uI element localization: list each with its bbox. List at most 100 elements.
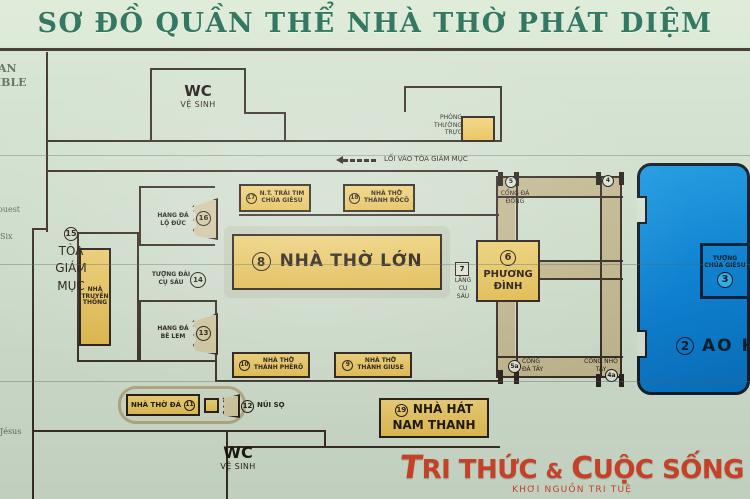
hdbl-line-1: HANG ĐÁ (157, 325, 189, 332)
hdld-line-2: LỘ ĐỨC (160, 219, 186, 227)
gate-post-4-left (596, 172, 601, 185)
thanh-phero-number: 10 (238, 359, 250, 371)
wc-bottom: WC VỆ SINH (206, 443, 270, 471)
cdt-line-1: CỔNG (522, 358, 541, 365)
thanh-phero-building[interactable]: 10 NHÀ THỜ THÁNH PHÊRÔ (232, 352, 310, 378)
bottom-wall-wc-right (324, 430, 326, 448)
bottom-wall-right (324, 446, 500, 448)
tcg-line-1: TƯỢNG (712, 254, 738, 262)
bottom-wall-wc-top (226, 446, 326, 448)
nh-line-2: NAM THANH (392, 418, 476, 432)
cdd-line-2: ĐÔNG (505, 197, 525, 205)
gate-post-4-right (619, 172, 624, 185)
edge-text-line-5: Jésus (0, 427, 22, 436)
main-church-building[interactable]: 8 NHÀ THỜ LỚN (232, 234, 442, 290)
tp-line-1: NHÀ THỜ (262, 357, 295, 365)
main-church-name: NHÀ THỜ LỚN (279, 251, 423, 272)
watermark-text-1: RI THỨC (421, 455, 538, 485)
tuong-chua-giesu-number: 3 (717, 271, 733, 288)
edge-text-line-2: IBLE (0, 76, 27, 89)
tgm-line-1: TÒA (58, 244, 84, 258)
phong-thuong-truc-building[interactable] (461, 116, 495, 142)
ntt-line-1: NHÀ (87, 285, 103, 293)
tuong-chua-giesu-marker[interactable]: TƯỢNG CHÚA GIÊSU 3 (700, 243, 750, 299)
gate-post-4a-left (596, 374, 601, 387)
wc-top-code: WC (184, 82, 212, 100)
nha-hat-number: 19 (394, 403, 408, 417)
thanh-roco-building[interactable]: 18 NHÀ THỜ THÁNH RÔCÔ (343, 184, 415, 212)
cong-nho-tay-label: CỔNG NHỎ TÂY (578, 358, 624, 373)
edge-text-line-3: ouest (0, 205, 21, 214)
cdt-line-2: ĐÁ TÂY (522, 365, 544, 373)
boundary-top-left (46, 140, 150, 142)
yard-upper-left (139, 186, 215, 246)
edge-text-line-4: Six (0, 232, 13, 241)
lang-cu-sau-marker[interactable]: 7 (455, 262, 469, 276)
nha-tho-da-number: 11 (184, 399, 196, 411)
tg-line-1: NHÀ THỜ (364, 357, 397, 365)
compound-top-edge (150, 140, 502, 142)
tuong-dai-cu-sau-label: TƯỢNG ĐÀI CỤ SÁU (144, 271, 198, 286)
gate-post-4a-right (619, 374, 624, 387)
watermark-mark-t: T (397, 448, 425, 486)
tp-line-2: THÁNH PHÊRÔ (253, 364, 304, 371)
chapel-row-base (239, 214, 499, 216)
gate-post-5a-left (498, 370, 503, 384)
hdbl-line-2: BÊ LEM (160, 332, 186, 340)
cong-da-dong-number: 5 (505, 176, 517, 188)
page-title: SƠ ĐỒ QUẦN THỂ NHÀ THỜ PHÁT DIỆM (37, 7, 713, 39)
plot-line-4 (497, 278, 623, 280)
map-title-bar: SƠ ĐỒ QUẦN THỂ NHÀ THỜ PHÁT DIỆM (0, 0, 750, 46)
hang-da-be-lem-number: 13 (196, 326, 211, 341)
hang-da-lo-duc-label: HANG ĐÁ LỘ ĐỨC (148, 212, 198, 227)
nha-truyen-thong-building[interactable]: NHÀ TRUYỀN THỐNG (79, 248, 111, 346)
hang-da-lo-duc-number: 16 (196, 211, 211, 226)
tcg-line-2: CHÚA GIÊSU (704, 261, 746, 269)
nha-hat-building[interactable]: 19 NHÀ HÁT NAM THANH (379, 398, 489, 438)
trai-tim-building[interactable]: 17 N.T. TRÁI TIM CHÚA GIÊSU (239, 184, 311, 212)
nha-tho-da-building[interactable]: NHÀ THỜ ĐÁ 11 (126, 394, 200, 416)
wc-bottom-sub: VỆ SINH (220, 462, 256, 471)
boundary-left-upper (46, 52, 48, 232)
phuong-dinh-building[interactable]: 6 PHƯƠNG ĐÌNH (476, 240, 540, 302)
plot-line-6 (497, 376, 623, 378)
cnt-line-2: TÂY (595, 365, 607, 373)
plot-line-5 (497, 356, 623, 358)
toa-giam-muc-enclosure (77, 232, 139, 362)
lcs-line-2: CỤ (458, 284, 468, 292)
wc-top-wall-step (244, 112, 286, 114)
trai-tim-number: 17 (245, 192, 257, 204)
plot-line-v3 (600, 176, 602, 378)
plot-line-3 (497, 260, 623, 262)
tr-line-1: NHÀ THỜ (370, 190, 403, 198)
gate-4-number: 4 (602, 175, 614, 187)
thanh-giuse-building[interactable]: 9 NHÀ THỜ THÁNH GIUSE (334, 352, 412, 378)
nha-tho-da-annex[interactable] (204, 398, 219, 413)
road-upper-left-cap (46, 170, 48, 232)
nha-tho-da-name: NHÀ THỜ ĐÁ (130, 400, 182, 409)
gate-post-5-left (498, 172, 503, 186)
lcs-line-1: LĂNG (454, 277, 472, 284)
main-church-number: 8 (251, 252, 271, 272)
ao-ho-label: 2 AO H (676, 336, 750, 356)
watermark-text-2: UỘC SỐNG (592, 455, 745, 485)
plot-line-v4 (620, 176, 622, 378)
bottom-wall-vert (226, 430, 228, 499)
compound-top-right (404, 86, 502, 88)
watermark: TRI THỨC & CUỘC SỐNG KHƠI NGUỒN TRI TUỆ (397, 448, 745, 495)
lake-inlet-upper (637, 196, 647, 224)
toa-giam-muc-number: 15 (64, 227, 78, 241)
wc-top-wall-right (244, 68, 246, 114)
watermark-main: TRI THỨC & CUỘC SỐNG (397, 448, 745, 486)
tuong-dai-cu-sau-number: 14 (190, 272, 206, 288)
wc-top-sub: VỆ SINH (180, 100, 216, 109)
wc-bottom-code: WC (223, 443, 253, 462)
cong-nho-tay-number: 4a (605, 369, 618, 382)
boundary-left-jog (32, 228, 48, 230)
tr-line-2: THÁNH RÔCÔ (363, 197, 410, 204)
watermark-tagline: KHƠI NGUỒN TRI TUỆ (512, 485, 633, 495)
boundary-left-lower (32, 228, 34, 499)
tg-line-2: THÁNH GIUSE (357, 364, 404, 371)
ao-ho-number: 2 (676, 337, 694, 355)
